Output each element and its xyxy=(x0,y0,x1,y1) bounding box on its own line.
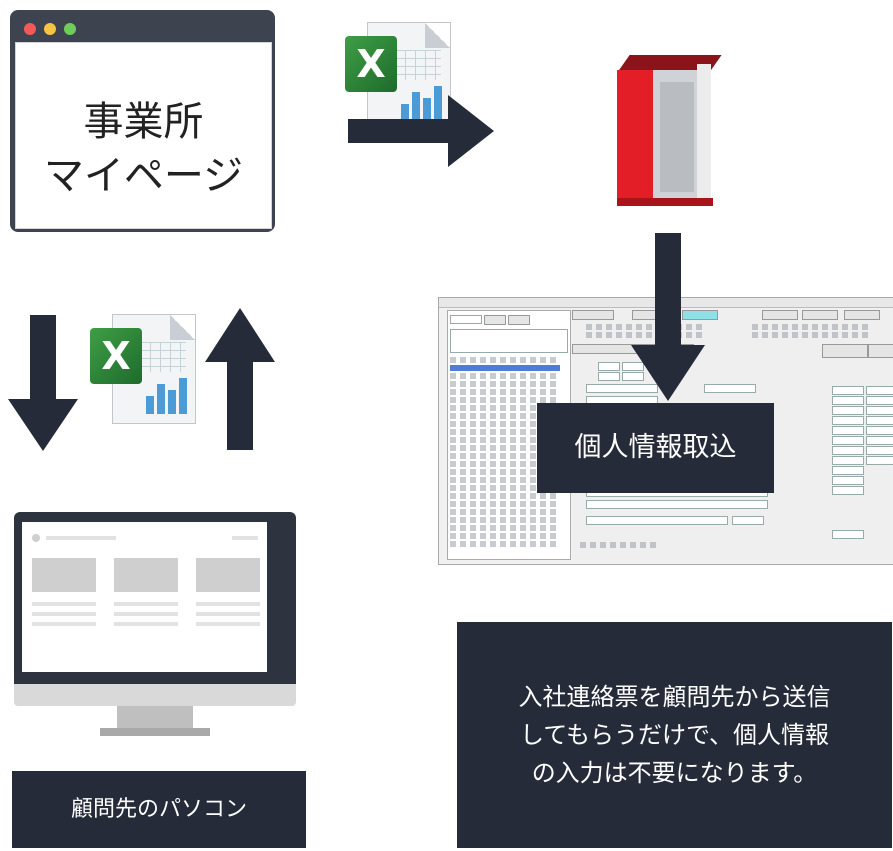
note-box: 入社連絡票を顧問先から送信 してもらうだけで、個人情報 の入力は不要になります。 xyxy=(457,622,892,848)
window-close-dot xyxy=(24,23,36,35)
right-arrow-icon xyxy=(348,95,494,167)
browser-content: 事業所 マイページ xyxy=(15,42,272,229)
download-arrow-icon xyxy=(8,315,78,451)
employee-list-pane xyxy=(447,310,571,560)
note-line-3: の入力は不要になります。 xyxy=(531,759,818,787)
excel-logo-icon: X xyxy=(345,36,397,92)
import-label: 個人情報取込 xyxy=(537,403,774,493)
client-pc-label: 顧問先のパソコン xyxy=(12,771,306,848)
bar-graphic xyxy=(401,82,445,122)
window-minimize-dot xyxy=(44,23,56,35)
excel-file-icon-client: X xyxy=(90,312,200,427)
down-arrow-icon xyxy=(631,233,705,401)
window-maximize-dot xyxy=(64,23,76,35)
upload-arrow-icon xyxy=(205,308,275,450)
mypage-browser-window: 事業所 マイページ xyxy=(10,10,275,232)
excel-file-icon: X xyxy=(345,20,455,135)
note-line-1: 入社連絡票を顧問先から送信 xyxy=(518,683,831,711)
mypage-title-line1: 事業所 xyxy=(83,99,204,145)
mypage-title-line2: マイページ xyxy=(43,153,244,199)
note-line-2: してもらうだけで、個人情報 xyxy=(519,721,830,749)
excel-logo-icon: X xyxy=(90,328,142,384)
mypage-title: 事業所 マイページ xyxy=(16,95,271,203)
